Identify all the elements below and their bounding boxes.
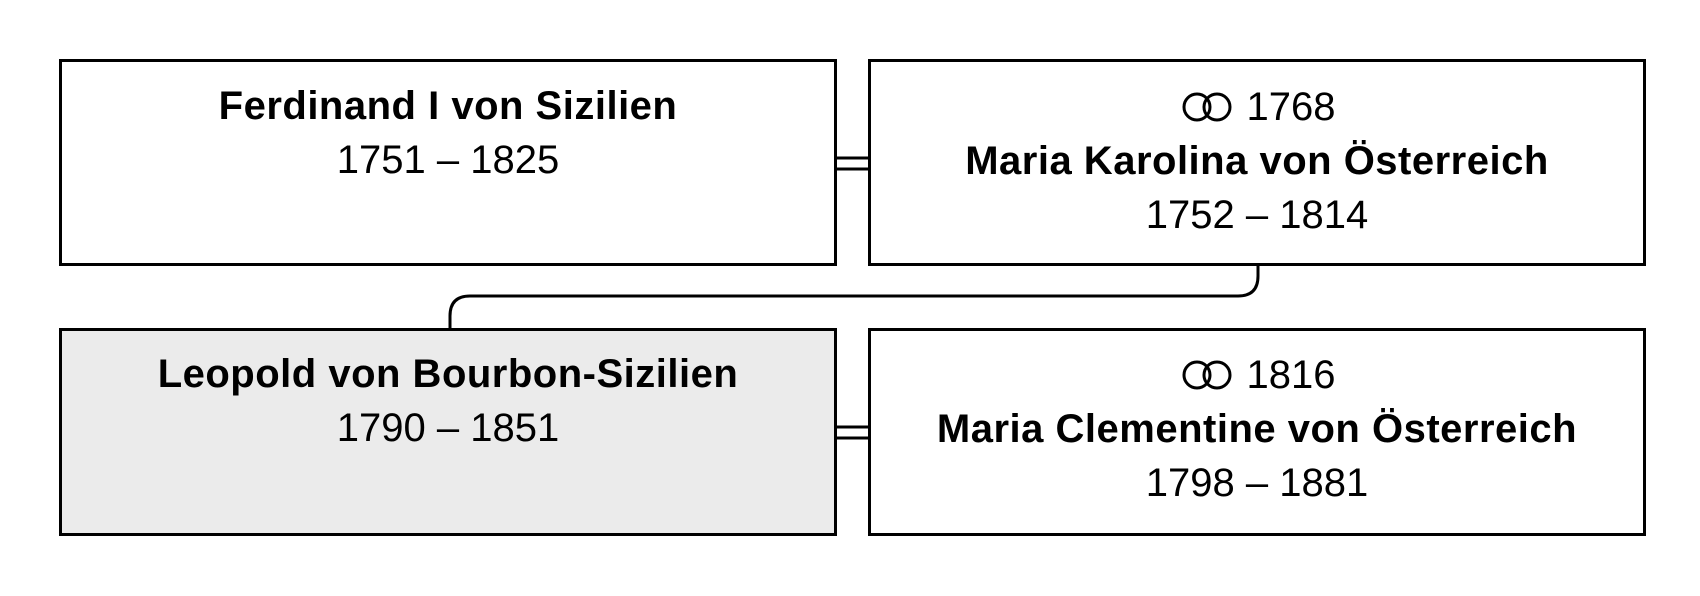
person-box-subject[interactable]: Leopold von Bourbon-Sizilien 1790 – 1851 [59, 328, 837, 536]
person-name: Ferdinand I von Sizilien [218, 84, 678, 128]
person-name: Maria Clementine von Österreich [936, 407, 1578, 451]
person-box-mother[interactable]: 1768 Maria Karolina von Österreich 1752 … [868, 59, 1646, 266]
marriage-connector-parents [837, 156, 869, 171]
marriage-connector-subject [837, 425, 869, 440]
marriage-year: 1768 [1246, 85, 1336, 129]
person-box-father[interactable]: Ferdinand I von Sizilien 1751 – 1825 [59, 59, 837, 266]
person-name: Leopold von Bourbon-Sizilien [157, 352, 739, 396]
person-dates: 1798 – 1881 [1145, 461, 1369, 505]
person-name: Maria Karolina von Österreich [965, 139, 1549, 183]
person-dates: 1751 – 1825 [336, 138, 560, 182]
descent-line [448, 266, 1260, 328]
person-dates: 1752 – 1814 [1145, 193, 1369, 237]
marriage-info: 1768 [871, 80, 1643, 134]
wedding-rings-icon [1182, 360, 1231, 390]
marriage-year: 1816 [1246, 353, 1336, 397]
person-box-spouse[interactable]: 1816 Maria Clementine von Österreich 179… [868, 328, 1646, 536]
wedding-rings-icon [1182, 92, 1231, 122]
marriage-info: 1816 [871, 348, 1643, 402]
person-dates: 1790 – 1851 [336, 406, 560, 450]
